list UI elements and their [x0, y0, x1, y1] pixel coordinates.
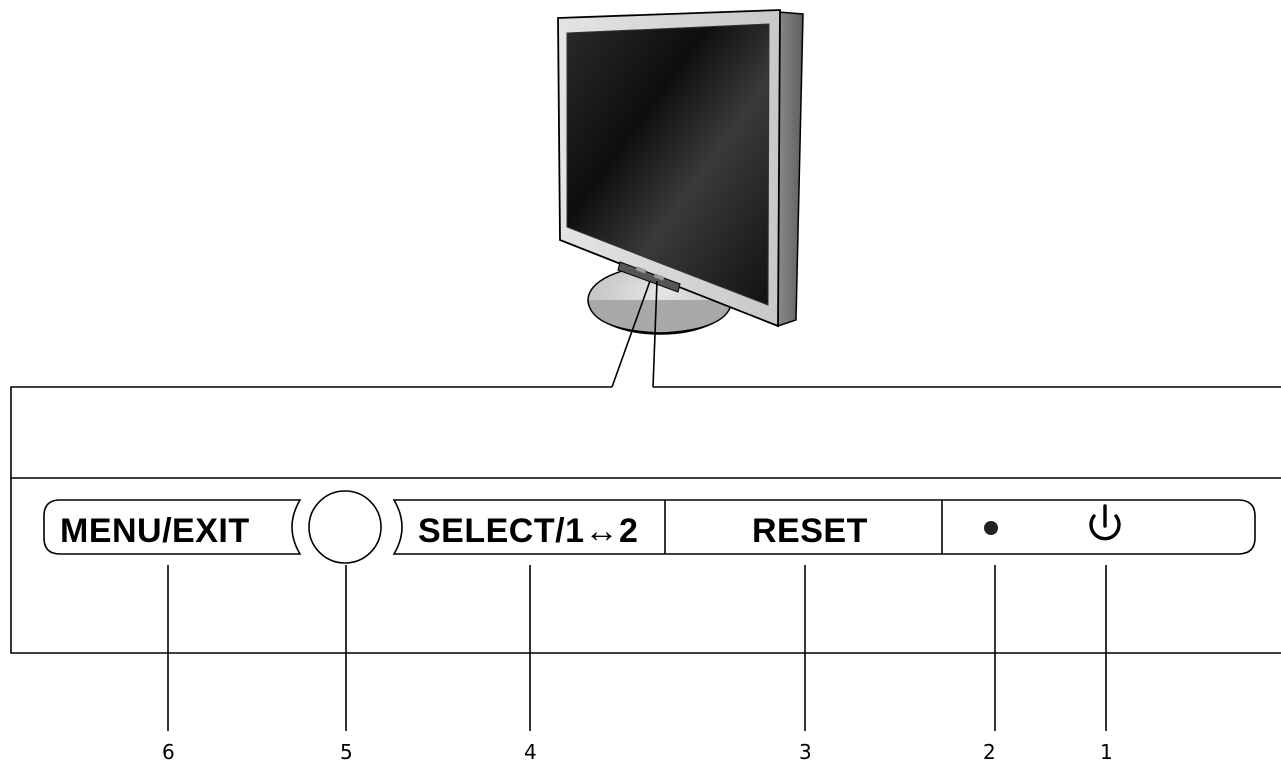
- button-strip: [392, 499, 1256, 555]
- zoom-leader-left: [611, 280, 651, 388]
- callout-2: 2: [983, 740, 996, 764]
- zoom-leader-right: [652, 280, 658, 388]
- menu-exit-label: MENU/EXIT: [60, 512, 250, 550]
- control-panel: MENU/EXIT SELECT/1↔2 RESET: [43, 490, 1256, 564]
- power-icon[interactable]: [1089, 504, 1121, 541]
- callout-6: 6: [162, 740, 175, 764]
- reset-label: RESET: [752, 512, 868, 550]
- monitor-screen: [566, 23, 770, 306]
- callout-lines: [167, 565, 1107, 731]
- power-indicator-led: [984, 521, 998, 535]
- round-input-button[interactable]: [308, 490, 382, 564]
- monitor-illustration: [557, 9, 804, 335]
- callout-3: 3: [799, 740, 812, 764]
- callout-5: 5: [340, 740, 353, 764]
- monitor-side: [777, 11, 804, 328]
- callout-4: 4: [524, 740, 537, 764]
- select-label: SELECT/1↔2: [418, 512, 638, 550]
- callout-1: 1: [1100, 740, 1113, 764]
- menu-exit-button[interactable]: [43, 499, 302, 555]
- zoom-panel-outline: [10, 386, 1281, 654]
